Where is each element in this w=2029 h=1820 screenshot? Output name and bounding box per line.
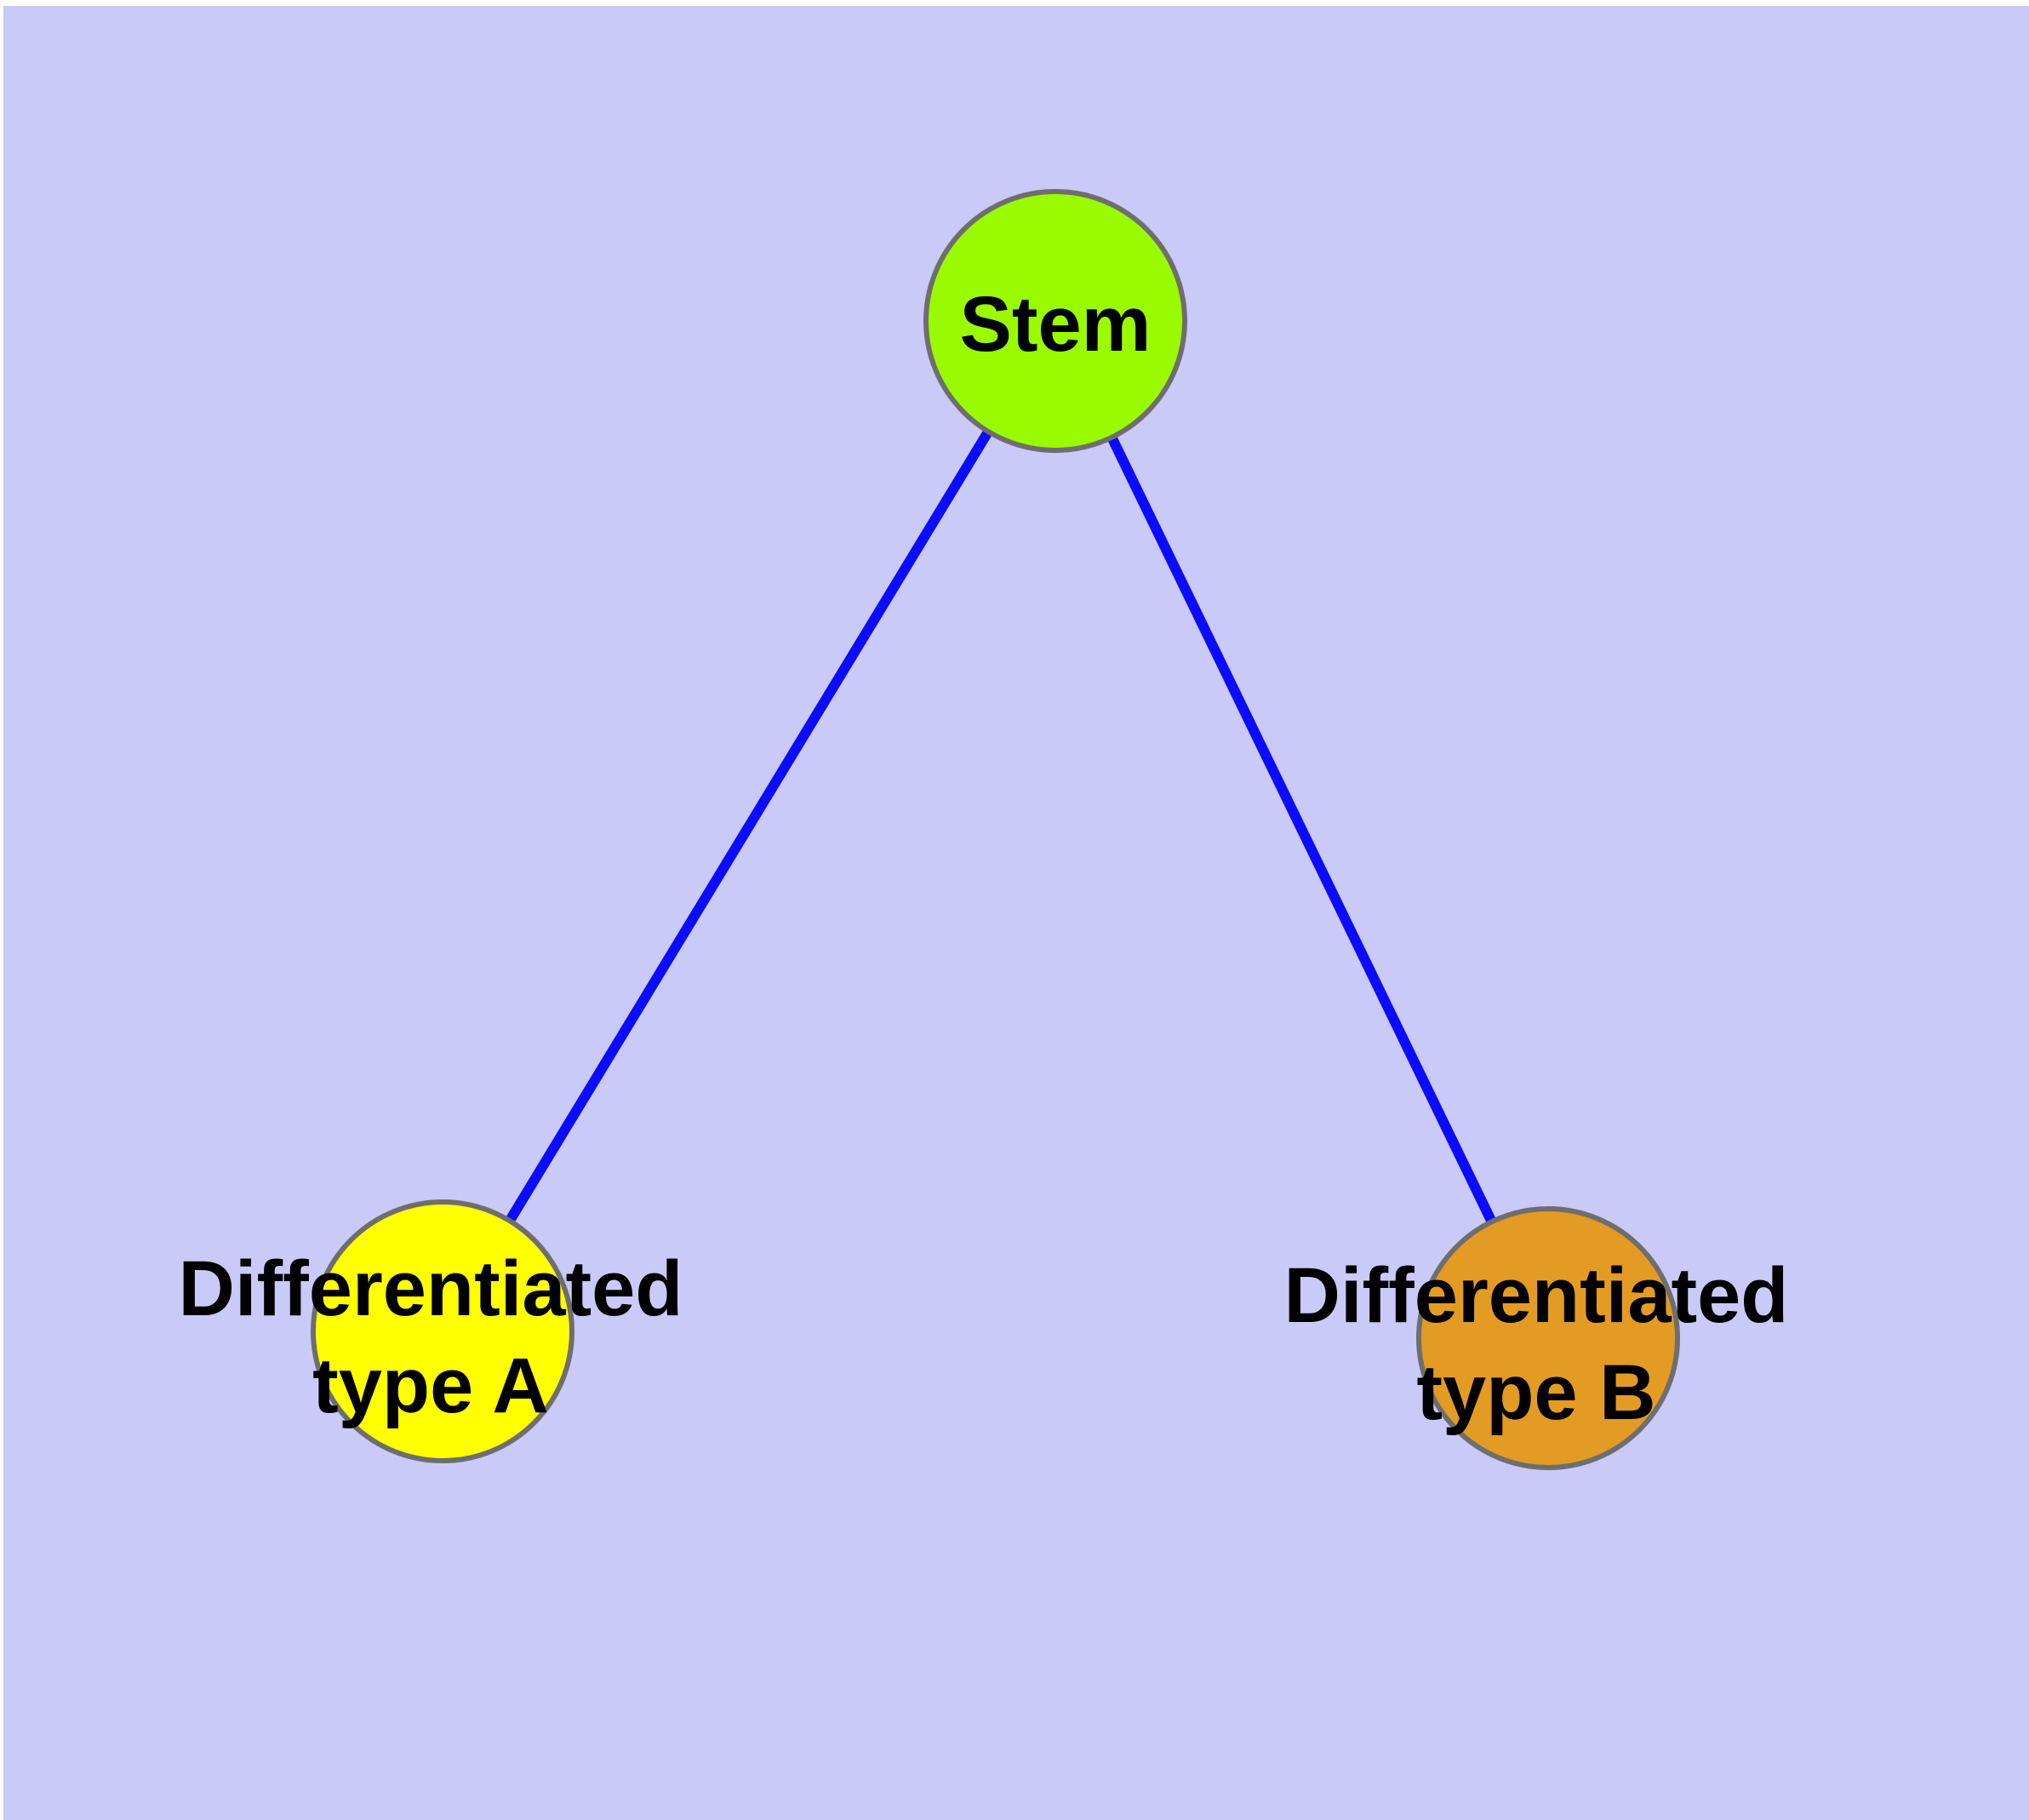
node-stem-label: Stem (960, 281, 1152, 368)
node-type-a-label-line1: Differentiated (179, 1245, 683, 1332)
edge-stem-to-type-b (1050, 318, 1553, 1341)
node-differentiated-type-b (1416, 1206, 1680, 1470)
node-stem (923, 189, 1187, 453)
node-type-a-label-line2: type A (312, 1342, 549, 1429)
node-type-b-label-line2: type B (1416, 1349, 1655, 1436)
node-type-b-label-line1: Differentiated (1284, 1252, 1789, 1339)
node-differentiated-type-a (311, 1199, 574, 1463)
edge-stem-to-type-a (437, 318, 1060, 1335)
